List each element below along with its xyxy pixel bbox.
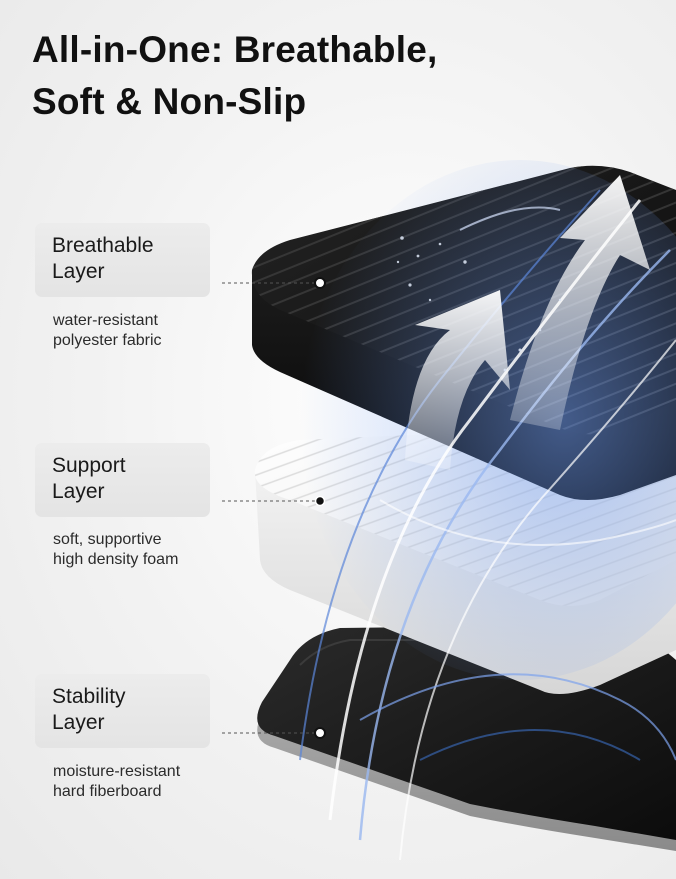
support-layer-card: Support Layer	[35, 443, 210, 517]
breathable-layer-pointer	[222, 277, 326, 289]
stability-layer-card: Stability Layer	[35, 674, 210, 748]
title-line-1: All-in-One: Breathable,	[32, 29, 438, 70]
support-layer-pointer	[222, 495, 326, 507]
support-layer-label: Support Layer	[52, 454, 126, 503]
breathable-layer-description: water-resistant polyester fabric	[53, 312, 162, 349]
airflow-arrows	[405, 175, 650, 470]
title-line-2: Soft & Non-Slip	[32, 81, 307, 122]
stability-layer-description: moisture-resistant hard fiberboard	[53, 763, 181, 800]
breathable-layer-card: Breathable Layer	[35, 223, 210, 297]
page-title: All-in-One: Breathable, Soft & Non-Slip	[32, 24, 632, 128]
stability-layer-label: Stability Layer	[52, 685, 126, 734]
support-layer-description: soft, supportive high density foam	[53, 531, 179, 568]
water-droplets	[396, 236, 562, 372]
stability-layer-pointer	[222, 727, 326, 739]
breathable-layer-label: Breathable Layer	[52, 234, 154, 283]
